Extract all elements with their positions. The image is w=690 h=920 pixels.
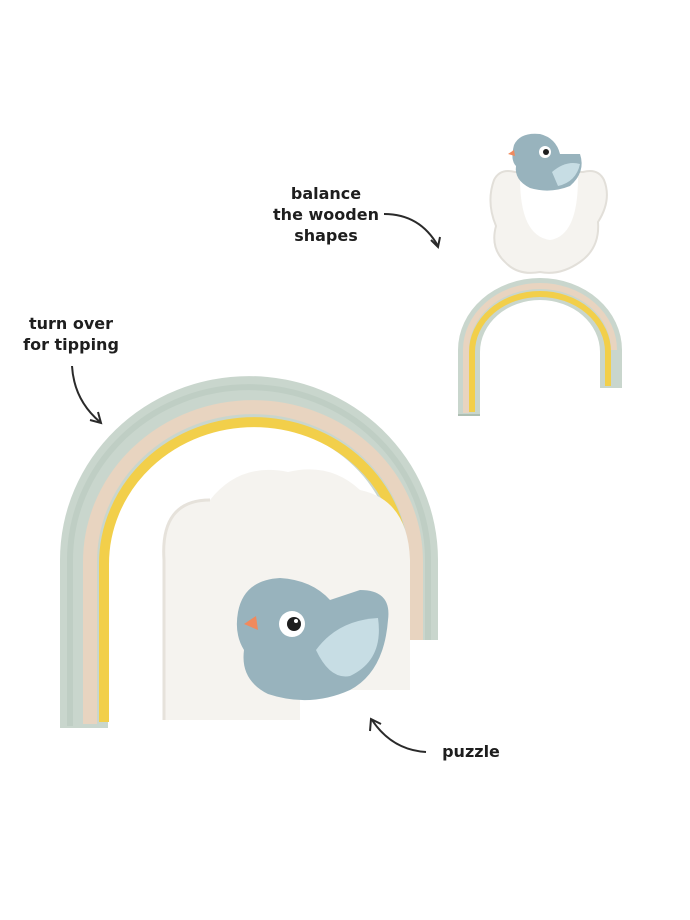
arrow-turn-over [71,365,101,423]
balance-line-2: the wooden [273,205,379,224]
puzzle-label: puzzle [436,741,506,762]
small-cloud [489,170,608,274]
arrow-balance [383,213,439,247]
balance-line-3: shapes [294,226,358,245]
small-rainbow [458,278,622,416]
balance-label: balance the wooden shapes [266,183,386,246]
arrowhead-puzzle [369,717,382,732]
arrowhead-turn-over [89,411,103,425]
arrow-puzzle [371,719,427,753]
balance-line-1: balance [290,184,362,203]
turn-over-label: turn over for tipping [16,313,126,355]
turn-over-line-1: turn over [28,314,114,333]
small-bird [508,133,582,191]
large-bird [236,578,389,701]
stacked-toy [458,133,622,416]
nested-toy [60,376,438,728]
turn-over-line-2: for tipping [23,335,119,354]
puzzle-text: puzzle [442,742,500,761]
large-rainbow [60,376,438,728]
arrowhead-balance [430,236,441,250]
